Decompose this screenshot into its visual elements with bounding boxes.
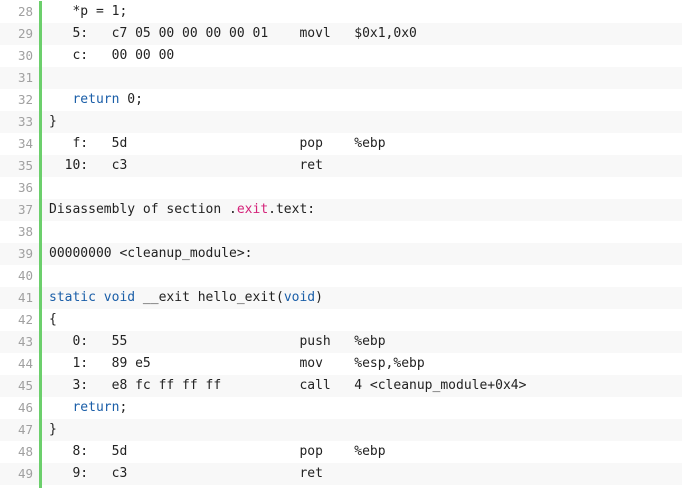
code-token: 00000000 <cleanup_module>: <box>49 246 253 261</box>
line-number: 32 <box>0 89 33 111</box>
code-token: ) <box>315 290 323 305</box>
line-number: 43 <box>0 331 33 353</box>
line-number: 31 <box>0 67 33 89</box>
code-line: 35 10: c3 ret <box>0 155 682 177</box>
code-line: 38 <box>0 221 682 243</box>
code-token <box>96 290 104 305</box>
code-token: 5: c7 05 00 00 00 00 01 movl $0x1,0x0 <box>49 26 417 41</box>
code-text: 8: 5d pop %ebp <box>49 441 386 463</box>
code-line: 30 c: 00 00 00 <box>0 45 682 67</box>
code-line: 42 { <box>0 309 682 331</box>
code-line: 43 0: 55 push %ebp <box>0 331 682 353</box>
line-number: 45 <box>0 375 33 397</box>
keyword-token: void <box>283 290 316 305</box>
line-number: 40 <box>0 265 33 287</box>
line-number: 36 <box>0 177 33 199</box>
code-text: 9: c3 ret <box>49 463 323 485</box>
code-line: 39 00000000 <cleanup_module>: <box>0 243 682 265</box>
keyword-token: void <box>103 290 136 305</box>
code-token: 3: e8 fc ff ff ff call 4 <cleanup_module… <box>49 378 527 393</box>
code-text: 00000000 <cleanup_module>: <box>49 243 253 265</box>
line-number: 34 <box>0 133 33 155</box>
code-line: 44 1: 89 e5 mov %esp,%ebp <box>0 353 682 375</box>
code-text: } <box>49 111 57 133</box>
code-token: 8: 5d pop %ebp <box>49 444 386 459</box>
code-text: 3: e8 fc ff ff ff call 4 <cleanup_module… <box>49 375 526 397</box>
line-number: 39 <box>0 243 33 265</box>
line-number: 48 <box>0 441 33 463</box>
line-number: 35 <box>0 155 33 177</box>
code-text: f: 5d pop %ebp <box>49 133 386 155</box>
line-number: 38 <box>0 221 33 243</box>
line-number: 30 <box>0 45 33 67</box>
highlighted-token: exit <box>236 202 269 217</box>
code-token: } <box>49 422 57 437</box>
line-number: 37 <box>0 199 33 221</box>
code-text: *p = 1; <box>49 1 127 23</box>
code-text: static void __exit hello_exit(void) <box>49 287 323 309</box>
code-text: 1: 89 e5 mov %esp,%ebp <box>49 353 425 375</box>
code-token: { <box>49 312 57 327</box>
gutter-accent-bar <box>39 1 42 488</box>
code-text: Disassembly of section .exit.text: <box>49 199 315 221</box>
code-line: 49 9: c3 ret <box>0 463 682 485</box>
code-text: } <box>49 419 57 441</box>
code-line: 32 return 0; <box>0 89 682 111</box>
line-number: 49 <box>0 463 33 485</box>
code-line: 46 return; <box>0 397 682 419</box>
code-line: 31 <box>0 67 682 89</box>
code-token: } <box>49 114 57 129</box>
line-number: 28 <box>0 1 33 23</box>
code-token: 10: c3 ret <box>49 158 323 173</box>
code-token: .text: <box>268 202 316 217</box>
code-token: 0: 55 push %ebp <box>49 334 386 349</box>
code-token: f: 5d pop %ebp <box>49 136 386 151</box>
code-line: 48 8: 5d pop %ebp <box>0 441 682 463</box>
code-token: *p = 1; <box>49 4 128 19</box>
code-line: 41 static void __exit hello_exit(void) <box>0 287 682 309</box>
code-line: 45 3: e8 fc ff ff ff call 4 <cleanup_mod… <box>0 375 682 397</box>
code-text: return; <box>49 397 127 419</box>
code-line: 34 f: 5d pop %ebp <box>0 133 682 155</box>
code-line: 47} <box>0 419 682 441</box>
code-token: c: 00 00 00 <box>49 48 175 63</box>
line-number: 47 <box>0 419 33 441</box>
line-number: 46 <box>0 397 33 419</box>
code-token: 0; <box>119 92 143 107</box>
keyword-token: return <box>72 400 120 415</box>
code-token: 1: 89 e5 mov %esp,%ebp <box>49 356 425 371</box>
code-line: 33} <box>0 111 682 133</box>
line-number: 44 <box>0 353 33 375</box>
code-text: 0: 55 push %ebp <box>49 331 386 353</box>
code-text: { <box>49 309 57 331</box>
line-number: 41 <box>0 287 33 309</box>
code-line: 37 Disassembly of section .exit.text: <box>0 199 682 221</box>
code-token: ; <box>119 400 128 415</box>
code-token <box>49 92 72 107</box>
code-token: __exit hello_exit( <box>135 290 284 305</box>
code-line: 28 *p = 1; <box>0 1 682 23</box>
line-number: 42 <box>0 309 33 331</box>
code-text: c: 00 00 00 <box>49 45 174 67</box>
keyword-token: return <box>72 92 120 107</box>
code-text: 10: c3 ret <box>49 155 323 177</box>
code-line: 36 <box>0 177 682 199</box>
code-text: 5: c7 05 00 00 00 00 01 movl $0x1,0x0 <box>49 23 417 45</box>
code-text: return 0; <box>49 89 143 111</box>
code-token <box>49 400 72 415</box>
code-token: 9: c3 ret <box>49 466 323 481</box>
line-number: 33 <box>0 111 33 133</box>
code-token: Disassembly of section . <box>49 202 237 217</box>
line-number: 29 <box>0 23 33 45</box>
code-line: 40 <box>0 265 682 287</box>
keyword-token: static <box>49 290 96 305</box>
code-line: 29 5: c7 05 00 00 00 00 01 movl $0x1,0x0 <box>0 23 682 45</box>
